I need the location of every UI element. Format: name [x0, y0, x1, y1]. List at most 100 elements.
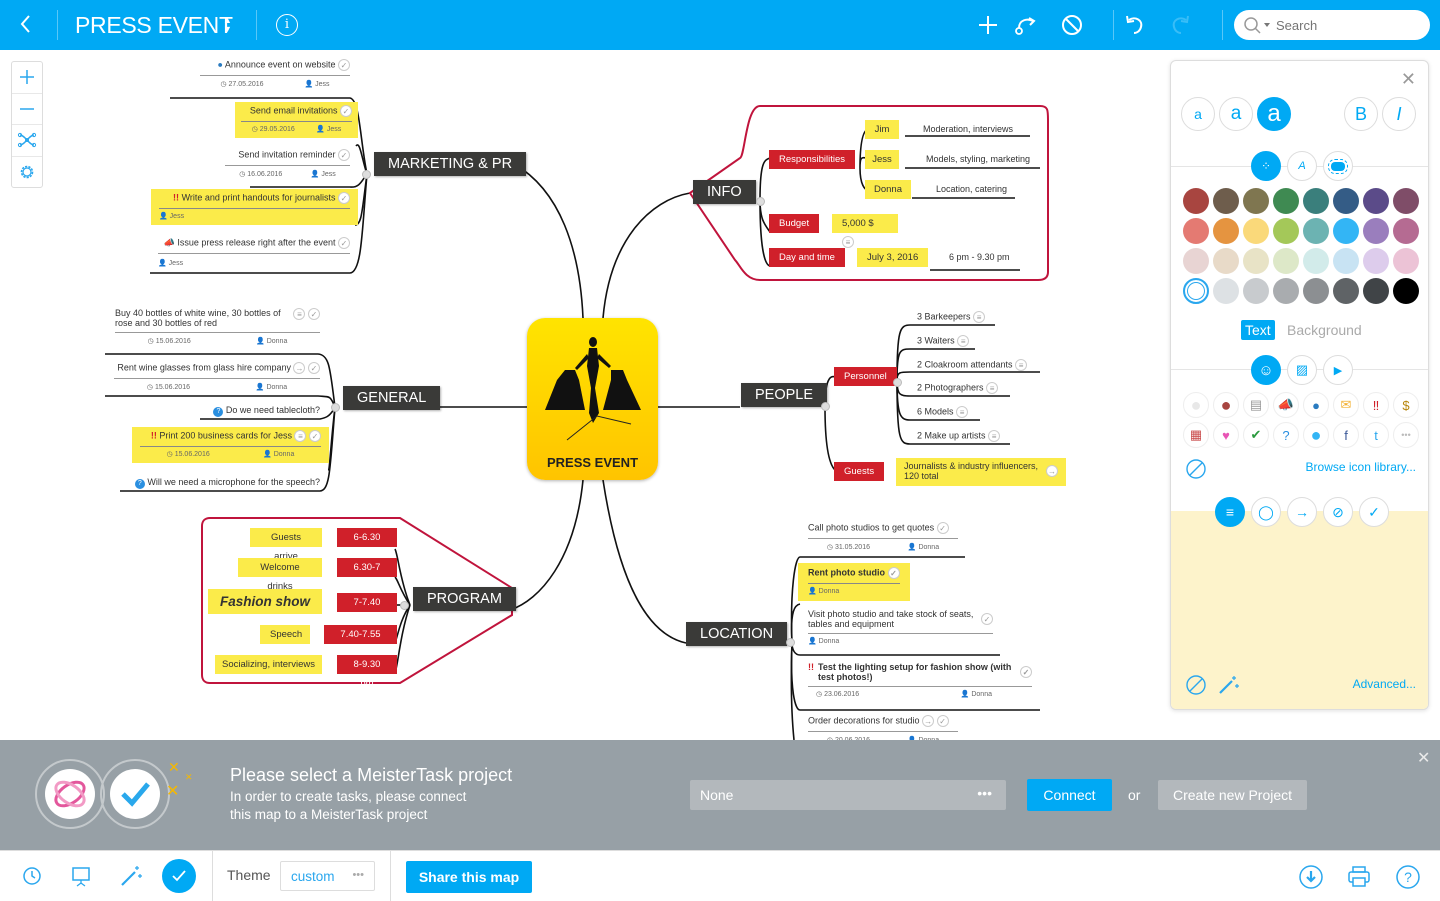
notes-icon[interactable]: ≡ — [988, 430, 1001, 442]
color-swatch[interactable] — [1393, 188, 1419, 214]
task-business-cards[interactable]: !! Print 200 business cards for Jess ≡ ✓… — [132, 427, 329, 463]
font-size-small-button[interactable]: a — [1181, 97, 1215, 131]
checkmark-icon[interactable]: ✓ — [338, 192, 350, 204]
heart-icon[interactable]: ♥ — [1213, 422, 1239, 448]
person-jess[interactable]: Jess — [865, 150, 899, 169]
envelope-icon[interactable]: ✉ — [1333, 392, 1359, 418]
program-activity[interactable]: Fashion show — [208, 589, 322, 614]
person-jim[interactable]: Jim — [865, 120, 899, 139]
download-button[interactable] — [1298, 864, 1323, 889]
color-swatch[interactable] — [1243, 248, 1269, 274]
arrow-icon[interactable]: → — [922, 715, 935, 727]
personnel-item[interactable]: 2 Photographers ≡ — [917, 382, 999, 394]
notes-icon[interactable]: ≡ — [986, 382, 999, 394]
program-activity[interactable]: Speech — [260, 625, 310, 644]
circle-light-icon[interactable]: ● — [1183, 392, 1209, 418]
checkmark-icon[interactable]: ✓ — [1020, 666, 1032, 678]
theme-select[interactable]: custom ••• — [280, 861, 375, 891]
color-swatch[interactable] — [1243, 218, 1269, 244]
task-test-lighting[interactable]: !!Test the lighting setup for fashion sh… — [808, 662, 1032, 698]
video-tab[interactable]: ▶ — [1323, 355, 1353, 385]
color-swatch[interactable] — [1213, 248, 1239, 274]
notes-icon[interactable]: ≡ — [293, 308, 306, 320]
connect-icon[interactable] — [1013, 12, 1039, 38]
notes-icon[interactable]: ≡ — [956, 406, 969, 418]
text-color-tab[interactable]: Text — [1241, 320, 1275, 340]
info-responsibilities[interactable]: Responsibilities — [769, 150, 856, 169]
create-project-button[interactable]: Create new Project — [1158, 780, 1307, 810]
color-swatch[interactable] — [1333, 248, 1359, 274]
task-rent-glasses[interactable]: Rent wine glasses from glass hire compan… — [114, 362, 320, 391]
document-icon[interactable]: ▤ — [1243, 392, 1269, 418]
program-time[interactable]: 7-7.40 pm — [337, 593, 397, 627]
color-swatch[interactable] — [1273, 218, 1299, 244]
attachment-tab[interactable]: ⊘ — [1323, 497, 1353, 527]
color-swatch[interactable] — [1333, 218, 1359, 244]
zoom-in-button[interactable] — [12, 62, 42, 94]
checkmark-icon[interactable]: ✓ — [936, 522, 949, 534]
twitter-icon[interactable]: t — [1363, 422, 1389, 448]
guests-note[interactable]: Journalists & industry influencers,120 t… — [896, 458, 1066, 486]
notes-icon[interactable]: ≡ — [957, 335, 970, 347]
link-tab[interactable]: → — [1287, 497, 1317, 527]
notes-icon[interactable]: ≡ — [842, 236, 854, 249]
circle-red-icon[interactable]: ● — [1213, 392, 1239, 418]
color-swatch[interactable] — [1363, 278, 1389, 304]
color-swatch[interactable] — [1243, 278, 1269, 304]
font-size-large-button[interactable]: a — [1257, 97, 1291, 131]
topic-location[interactable]: LOCATION — [686, 622, 788, 646]
color-swatch[interactable] — [1393, 218, 1419, 244]
color-swatch[interactable] — [1303, 248, 1329, 274]
personnel-item[interactable]: 6 Models ≡ — [917, 406, 969, 418]
task-tab[interactable]: ✓ — [1359, 497, 1389, 527]
close-panel-button[interactable]: ✕ — [1400, 69, 1416, 89]
task-microphone[interactable]: ? Will we need a microphone for the spee… — [125, 477, 320, 489]
help-button[interactable]: ? — [1395, 864, 1420, 889]
search-input[interactable] — [1276, 15, 1416, 35]
color-swatch[interactable] — [1303, 188, 1329, 214]
topic-marketing[interactable]: MARKETING & PR — [374, 152, 527, 176]
background-color-tab[interactable]: Background — [1287, 322, 1362, 338]
project-select[interactable]: None ••• — [690, 780, 1006, 810]
role-jim[interactable]: Moderation, interviews — [923, 124, 1014, 134]
share-map-button[interactable]: Share this map — [406, 861, 532, 893]
task-announce[interactable]: ● Announce event on website ✓ ◷ 27.05.20… — [200, 59, 350, 88]
day-value[interactable]: July 3, 2016 — [857, 248, 929, 267]
checkmark-icon[interactable]: ✓ — [340, 105, 352, 117]
money-bag-icon[interactable]: $ — [1393, 392, 1419, 418]
checkmark-icon[interactable]: ✓ — [338, 59, 350, 71]
color-swatch[interactable] — [1333, 188, 1359, 214]
info-icon[interactable]: i — [276, 14, 298, 36]
search-box[interactable] — [1234, 10, 1430, 40]
mind-map-canvas[interactable]: PRESS EVENT MARKETING & PR ● Announce ev… — [0, 50, 1440, 744]
style-colors-tab[interactable]: ⁘ — [1251, 151, 1281, 181]
notes-tab[interactable]: ≡ — [1215, 497, 1245, 527]
color-swatch[interactable] — [1183, 248, 1209, 274]
role-donna[interactable]: Location, catering — [936, 184, 1008, 194]
task-handouts[interactable]: !! Write and print handouts for journali… — [151, 189, 358, 225]
notes-icon[interactable]: ≡ — [294, 430, 307, 442]
style-shape-tab[interactable] — [1323, 151, 1353, 181]
color-swatch[interactable] — [1273, 248, 1299, 274]
icons-tab[interactable]: ☺ — [1251, 355, 1281, 385]
task-press-release[interactable]: 📣 Issue press release right after the ev… — [158, 237, 350, 267]
facebook-icon[interactable]: f — [1333, 422, 1359, 448]
magic-style-button[interactable] — [1217, 674, 1241, 701]
calendar-icon[interactable]: ▦ — [1183, 422, 1209, 448]
advanced-link[interactable]: Advanced... — [1352, 677, 1416, 691]
arrow-icon[interactable]: → — [293, 362, 306, 374]
people-guests[interactable]: Guests — [834, 462, 885, 481]
clear-style-button[interactable] — [1185, 674, 1207, 701]
color-swatch[interactable] — [1393, 278, 1419, 304]
central-topic[interactable]: PRESS EVENT — [527, 318, 658, 480]
collapse-toggle[interactable] — [756, 197, 765, 206]
close-banner-icon[interactable]: ✕ — [1417, 750, 1431, 767]
task-call-studios[interactable]: Call photo studios to get quotes ✓ ◷ 31.… — [808, 522, 958, 551]
color-swatch[interactable] — [1213, 188, 1239, 214]
browse-icon-library-link[interactable]: Browse icon library... — [1305, 460, 1416, 474]
bold-button[interactable]: B — [1344, 97, 1378, 131]
role-jess[interactable]: Models, styling, marketing — [926, 154, 1031, 164]
add-icon[interactable] — [975, 12, 1001, 38]
program-time[interactable]: 7.40-7.55 pm — [324, 625, 397, 659]
collapse-toggle[interactable] — [400, 601, 409, 610]
